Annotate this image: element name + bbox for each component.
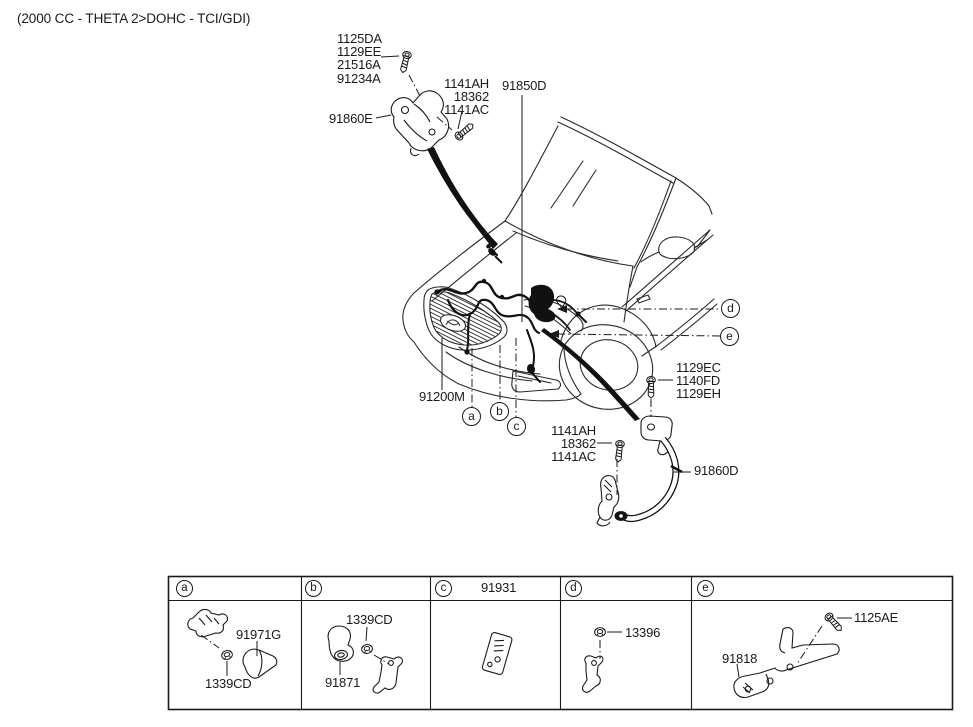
part-label-1141ah-top: 1141AH (444, 76, 489, 91)
part-label-91200m: 91200M (419, 389, 465, 404)
part-label-91234a: 91234A (337, 70, 381, 86)
callout-d: d (721, 299, 740, 318)
part-label-1129eh: 1129EH (676, 386, 721, 402)
table-header-letter-d: d (565, 580, 582, 597)
callout-dashdot-lines (200, 74, 823, 665)
callout-a: a (462, 407, 481, 426)
fender-clip (556, 295, 567, 309)
part-label-91860d: 91860D (694, 463, 739, 478)
part-label-1339cd-b: 1339CD (346, 612, 393, 627)
nut-1339cd-a-icon (220, 648, 234, 662)
table-header-letter-e: e (697, 580, 714, 597)
part-label-1125ae: 1125AE (854, 610, 899, 625)
bolt-1125ae-icon (822, 611, 845, 634)
table-header-letter-b: b (305, 580, 322, 597)
nut-13396-icon (594, 627, 606, 637)
leader-lines (226, 55, 852, 678)
front-grille (423, 286, 508, 351)
part-label-1339cd-a: 1339CD (205, 676, 252, 691)
fastener-label-group-top: 1125DA 1129EE 21516A 91234A (337, 32, 382, 85)
bolt-18362-bottom-icon (613, 439, 626, 463)
part-label-91818: 91818 (722, 651, 758, 666)
table-grid (167, 575, 954, 711)
part-label-91871: 91871 (325, 675, 361, 690)
bolt-1125da-icon (397, 50, 413, 75)
wiring-harness-91200m (434, 243, 587, 383)
harness-cover-band (541, 328, 640, 421)
callout-b: b (490, 402, 509, 421)
battery-cable-91860d (596, 415, 683, 527)
callout-e: e (720, 327, 739, 346)
part-label-21516a: 21516A (337, 57, 381, 73)
part-label-18362-top: 18362 (453, 89, 489, 105)
part-label-18362-bottom: 18362 (560, 436, 596, 452)
part-label-91860e: 91860E (329, 111, 373, 126)
callout-arrowheads (549, 305, 567, 338)
part-label-1140fd: 1140FD (676, 373, 721, 389)
bolt-label-group-mid: 1129EC 1140FD 1129EH (676, 361, 721, 401)
bolt-label-group-top: 1141AH 18362 1141AC (441, 77, 489, 117)
part-label-91971g: 91971G (236, 627, 282, 642)
bolt-1141ac-top-icon (453, 120, 477, 143)
page-title: (2000 CC - THETA 2>DOHC - TCI/GDI) (17, 11, 251, 26)
bolt-1140fd-icon (646, 376, 656, 399)
bolt-label-group-bottom: 1141AH 18362 1141AC (547, 424, 596, 464)
part-label-1129ee: 1129EE (337, 44, 382, 60)
table-header-letter-c: c (435, 580, 452, 597)
part-label-1141ah-bottom: 1141AH (551, 423, 596, 438)
bracket-91860e (390, 90, 450, 157)
part-label-1125da: 1125DA (337, 31, 382, 46)
brand-logo-icon (439, 314, 467, 332)
table-part-thumbnails (187, 608, 840, 699)
part-label-1129ec: 1129EC (676, 360, 721, 375)
part-label-91931: 91931 (481, 580, 517, 595)
part-label-1141ac-top: 1141AC (444, 102, 489, 118)
table-header-letter-a: a (176, 580, 193, 597)
part-label-13396: 13396 (625, 625, 661, 640)
part-label-91850d: 91850D (502, 78, 547, 93)
part-label-1141ac-bottom: 1141AC (551, 449, 596, 465)
callout-c: c (507, 417, 526, 436)
nut-1339cd-b-icon (360, 643, 374, 655)
hood-ground-strap (427, 147, 503, 264)
